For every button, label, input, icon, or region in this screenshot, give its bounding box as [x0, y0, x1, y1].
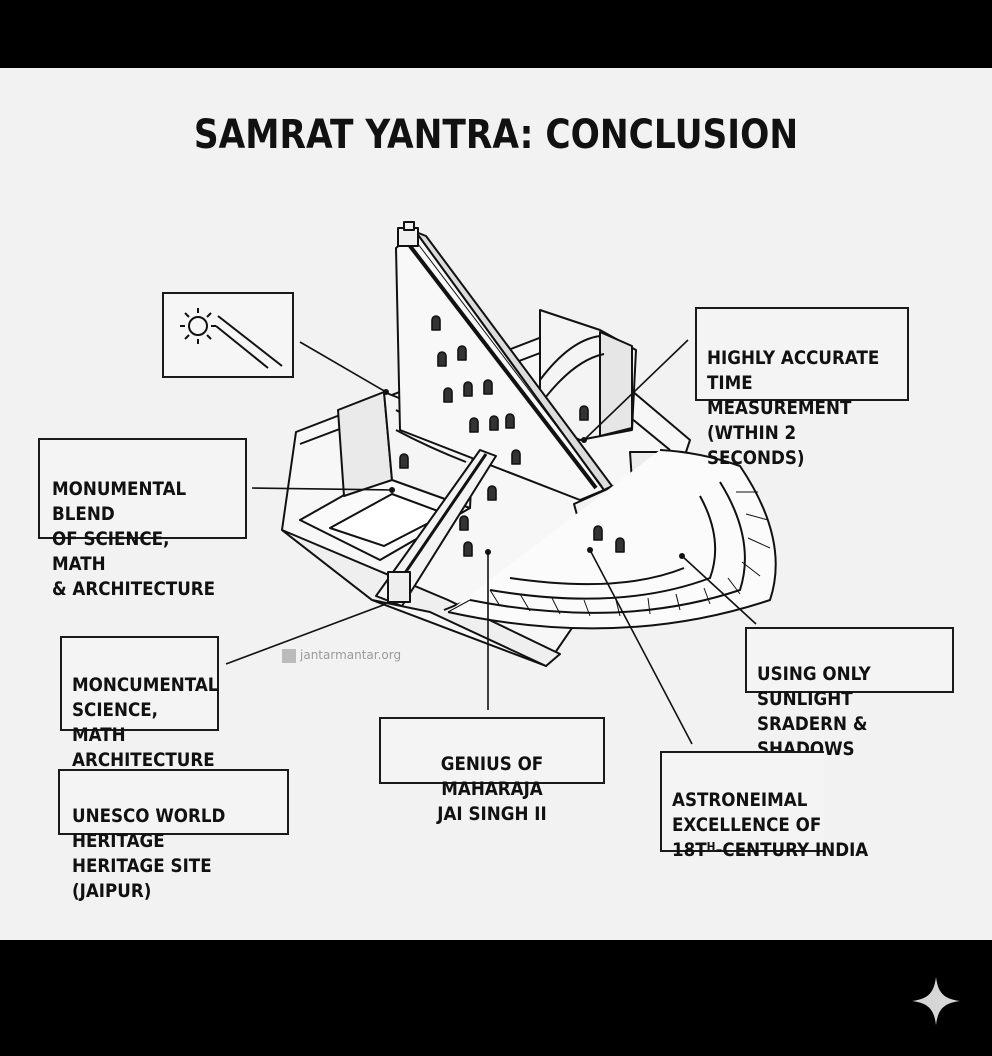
bottom-black-bar: [0, 940, 992, 1056]
label-sunlight-shadows: USING ONLY SUNLIGHT SRADERN & SHADOWS: [745, 627, 954, 760]
watermark-text: jantarmantar.org: [300, 648, 402, 662]
label-monumental-blend: MONUMENTAL BLEND OF SCIENCE, MATH & ARCH…: [38, 438, 247, 600]
watermark-logo-icon: [282, 648, 296, 663]
label-astronomical-excellence: ASTRONEIMAL EXCELLENCE OF 18Tᴴ-CENTURY I…: [660, 751, 868, 861]
page-title: SAMRAT YANTRA: CONCLUSION: [193, 112, 799, 158]
sun-with-ray-icon: [180, 308, 283, 369]
sun-ray-icon-box: [162, 292, 294, 378]
label-unesco-heritage: UNESCO WORLD HERITAGE HERITAGE SITE (JAI…: [58, 769, 289, 902]
label-accurate-time: HIGHLY ACCURATE TIME MEASUREMENT (WTHIN …: [695, 307, 909, 469]
top-black-bar: [0, 0, 992, 68]
sparkle-icon: [912, 977, 960, 1025]
watermark: jantarmantar.org: [282, 648, 401, 663]
label-genius-jai-singh: GENIUS OF MAHARAJA JAI SINGH II: [379, 717, 605, 825]
label-moncumental: MONCUMENTAL SCIENCE, MATH ARCHITECTURE: [60, 636, 219, 771]
